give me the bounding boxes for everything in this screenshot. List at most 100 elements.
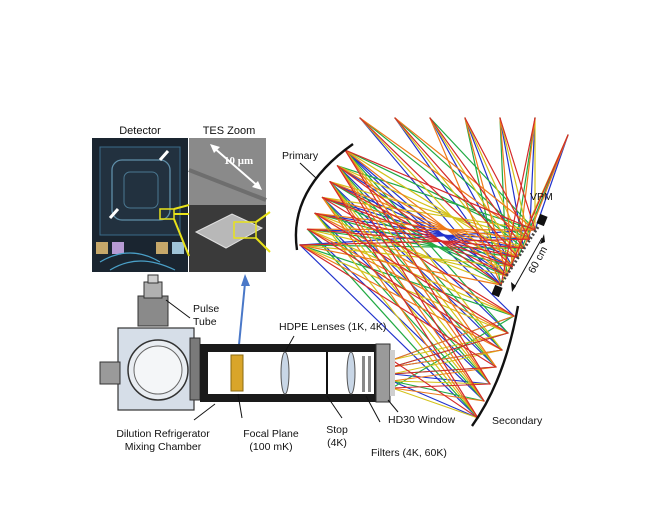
optical-ray bbox=[321, 196, 515, 317]
primary-leader bbox=[299, 162, 317, 179]
optical-ray bbox=[306, 228, 525, 249]
optical-ray bbox=[321, 196, 513, 268]
optical-ray bbox=[321, 196, 536, 231]
focal-plane-leader bbox=[237, 393, 243, 419]
filter-4k bbox=[362, 356, 365, 392]
optical-ray bbox=[359, 117, 513, 268]
focal-plane-label-line2: (100 mK) bbox=[249, 441, 292, 453]
tes-zoom-highlight-box bbox=[233, 221, 257, 239]
optical-ray bbox=[429, 117, 519, 259]
optical-ray bbox=[299, 244, 513, 268]
stop-label-line1: Stop bbox=[326, 424, 348, 436]
primary-mirror bbox=[294, 143, 354, 251]
hd30-window-pane bbox=[390, 350, 395, 396]
scale-bar-arrow bbox=[212, 146, 260, 188]
hd30-window bbox=[375, 343, 391, 403]
optical-ray bbox=[314, 212, 515, 317]
filters-label: Filters (4K, 60K) bbox=[371, 447, 447, 459]
optical-ray bbox=[299, 238, 530, 246]
optical-ray bbox=[394, 117, 530, 240]
dilution-label-line1: Dilution Refrigerator bbox=[116, 428, 210, 440]
primary-label: Primary bbox=[282, 150, 319, 162]
dilution-label-line2: Mixing Chamber bbox=[125, 441, 202, 453]
callout-line bbox=[173, 204, 190, 210]
optical-ray bbox=[314, 212, 502, 286]
optical-ray bbox=[499, 117, 530, 240]
optical-ray bbox=[299, 244, 497, 368]
dilution-leader bbox=[193, 403, 216, 421]
secondary-label: Secondary bbox=[492, 415, 543, 427]
hdpe-lens-4k bbox=[346, 351, 356, 395]
detector-pad bbox=[96, 242, 108, 254]
optical-ray bbox=[429, 117, 525, 249]
optical-ray bbox=[429, 117, 536, 231]
vpm-label: VPM bbox=[530, 191, 553, 203]
detector-pad bbox=[172, 242, 184, 254]
optical-ray bbox=[306, 228, 530, 240]
optical-ray bbox=[359, 117, 530, 240]
pulse-tube-label-line1: Pulse bbox=[193, 303, 219, 315]
mixing-chamber-valve bbox=[99, 361, 121, 385]
optical-ray bbox=[329, 181, 479, 419]
optical-ray bbox=[499, 117, 525, 249]
callout-line bbox=[173, 218, 190, 257]
optical-ray bbox=[359, 117, 525, 249]
pulse-tube-top bbox=[143, 281, 163, 299]
filter-60k bbox=[368, 356, 371, 392]
pulse-tube-label-line2: Tube bbox=[193, 316, 217, 328]
vpm-dimension-arrowhead bbox=[540, 234, 545, 244]
secondary-mirror bbox=[471, 305, 520, 427]
tes-zoom-panel: 10 μm bbox=[188, 138, 267, 272]
vpm-block-bottom bbox=[491, 284, 503, 298]
vpm-block-top bbox=[536, 213, 548, 227]
detector-antenna bbox=[111, 159, 171, 221]
optical-ray bbox=[394, 117, 536, 231]
optical-ray bbox=[314, 212, 519, 259]
receiver-cryostat bbox=[99, 274, 399, 423]
optical-ray bbox=[314, 212, 525, 249]
focal-plane-pointer-arrowhead bbox=[241, 274, 250, 286]
optical-ray bbox=[314, 212, 530, 240]
scale-bar-arrowhead bbox=[252, 181, 262, 190]
detector-white-marker bbox=[108, 208, 120, 219]
optical-ray bbox=[464, 117, 530, 240]
optical-ray bbox=[464, 117, 525, 249]
focal-plane-array bbox=[230, 354, 244, 392]
hd30-leader bbox=[387, 399, 399, 413]
optical-ray bbox=[329, 181, 508, 277]
hd30-window-label: HD30 Window bbox=[388, 414, 456, 426]
scale-bar-arrowhead bbox=[210, 144, 220, 153]
detector-pad bbox=[112, 242, 124, 254]
optical-ray bbox=[336, 165, 485, 402]
optical-ray bbox=[344, 149, 536, 231]
vpm-assembly bbox=[491, 213, 548, 298]
tes-zoom-structure bbox=[188, 168, 267, 202]
optical-ray bbox=[394, 117, 519, 259]
hdpe-leader bbox=[284, 335, 295, 353]
hdpe-lens-1k bbox=[280, 351, 290, 395]
filters-leader bbox=[365, 395, 381, 423]
focal-plane-label-line1: Focal Plane bbox=[243, 428, 299, 440]
optical-ray bbox=[306, 228, 509, 334]
optical-ray bbox=[314, 212, 513, 268]
pulse-tube-body bbox=[137, 295, 169, 327]
callout-line bbox=[255, 211, 271, 223]
optical-ray bbox=[429, 117, 502, 286]
vpm-dimension-arrowhead bbox=[511, 282, 516, 292]
optical-ray bbox=[394, 117, 508, 277]
mixing-chamber-port-inner bbox=[133, 345, 183, 395]
detector-pad bbox=[156, 242, 168, 254]
optical-ray bbox=[299, 244, 479, 419]
optical-ray bbox=[299, 244, 502, 286]
tes-zoom-title: TES Zoom bbox=[203, 125, 256, 137]
optical-ray bbox=[306, 228, 519, 259]
focal-plane-pointer-arrow bbox=[237, 282, 246, 356]
hdpe-lenses-label: HDPE Lenses (1K, 4K) bbox=[279, 321, 386, 333]
detector-traces bbox=[99, 252, 176, 271]
optical-ray bbox=[517, 117, 536, 259]
optical-ray bbox=[499, 117, 536, 231]
stop-leader bbox=[326, 395, 343, 419]
optical-ray bbox=[306, 228, 508, 277]
optical-ray bbox=[306, 228, 536, 231]
